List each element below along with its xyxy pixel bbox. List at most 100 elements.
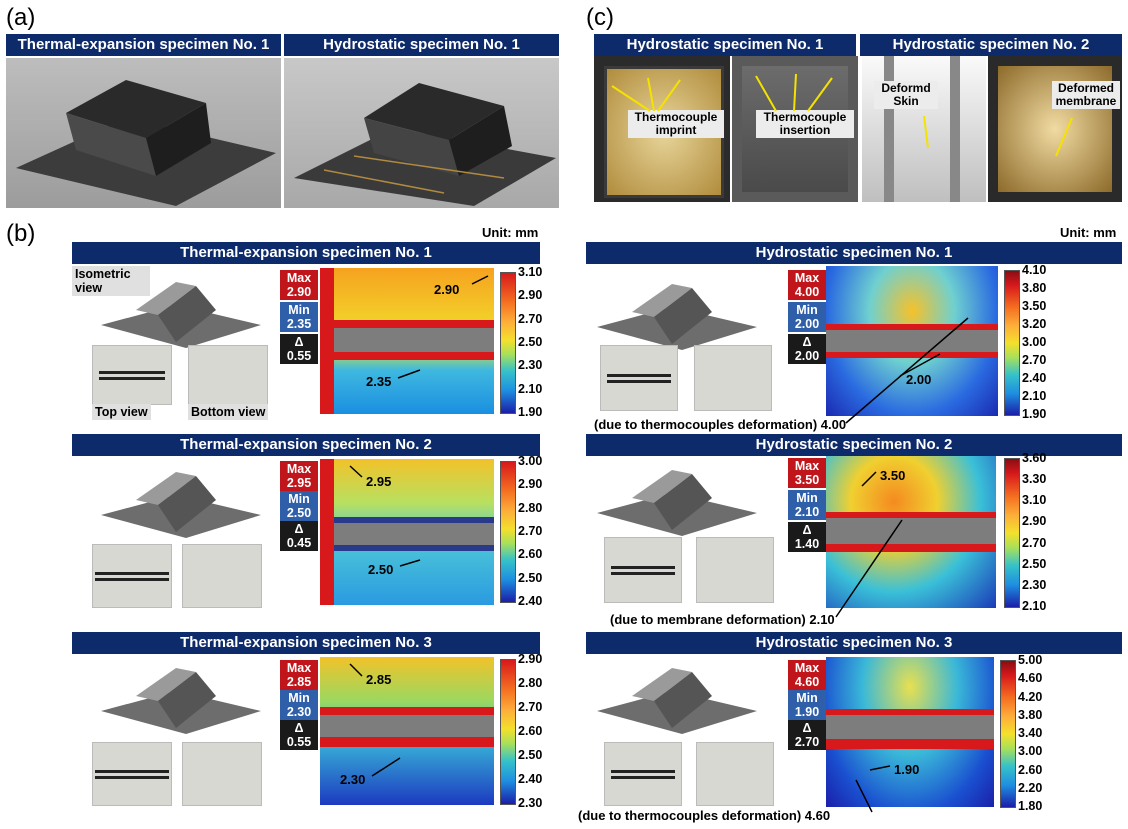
bottom-view-thermal-3: [182, 742, 262, 806]
max-label-thermal-2: 2.95: [366, 474, 392, 489]
bottom-view-thermal-2: [182, 544, 262, 608]
colorbar-tick-label: 2.90: [518, 652, 543, 666]
colorbar-tick-label: 3.00: [1018, 744, 1043, 759]
specimen-title-hydro-1: Hydrostatic specimen No. 1: [586, 242, 1122, 264]
colorbar-tick-label: 2.60: [518, 547, 543, 562]
colorbar-tick-label: 2.90: [1022, 514, 1047, 529]
callout-thermocouple-imprint: Thermocouple imprint: [628, 110, 724, 138]
note-hydro-2: (due to membrane deformation) 2.10: [610, 612, 835, 627]
heatmap-thermal-1: [320, 268, 494, 414]
colorbar-tick-label: 2.50: [518, 748, 543, 762]
min-label-hydro-1: 2.00: [906, 372, 932, 387]
specimen-title-hydro-3: Hydrostatic specimen No. 3: [586, 632, 1122, 654]
max-label-thermal-1: 2.90: [434, 282, 460, 297]
colorbar-tick-label: 2.70: [518, 700, 543, 714]
min-label-thermal-2: 2.50: [368, 562, 394, 577]
top-view-hydro-2: [604, 537, 682, 603]
note-hydro-1: (due to thermocouples deformation) 4.00: [594, 417, 847, 432]
hydrostatic-specimen-photo: [284, 58, 559, 208]
colorbar-tick-label: 2.20: [1018, 780, 1043, 795]
panel-c-right-title: Hydrostatic specimen No. 2: [860, 34, 1122, 56]
colorbar-tick-label: 2.60: [1018, 762, 1043, 777]
colorbar-tick-label: 2.10: [1022, 389, 1047, 403]
top-view-thermal-3: [92, 742, 172, 806]
iso-model-hydro-3: [597, 668, 757, 734]
callout-thermocouple-insertion: Thermocouple insertion: [756, 110, 854, 138]
colorbar-tick-label: 5.00: [1018, 653, 1043, 667]
panel-a-right-title: Hydrostatic specimen No. 1: [284, 34, 559, 56]
callout-deformed-membrane: Deformed membrane: [1052, 81, 1120, 109]
top-view-hydro-1: [600, 345, 678, 411]
panel-label-b: (b): [6, 220, 36, 247]
colorbar-tick-label: 2.30: [1022, 577, 1047, 592]
unit-label-right: Unit: mm: [1060, 225, 1117, 240]
bottom-view-label: Bottom view: [188, 404, 269, 420]
colorbar-tick-label: 3.00: [518, 454, 543, 468]
colorbar-tick-label: 2.80: [518, 500, 543, 515]
iso-model-thermal-1: [101, 282, 261, 348]
panel-a-left-title: Thermal-expansion specimen No. 1: [6, 34, 281, 56]
colorbar-tick-label: 2.70: [1022, 535, 1047, 550]
colorbar-tick-label: 3.60: [1022, 451, 1047, 465]
colorbar-tick-label: 2.40: [518, 594, 543, 608]
specimen-title-thermal-2: Thermal-expansion specimen No. 2: [72, 434, 540, 456]
bottom-view-hydro-3: [696, 742, 774, 806]
panel-c-arrows: [611, 73, 1073, 157]
colorbar-tick-label: 2.90: [518, 288, 543, 303]
colorbar-tick-label: 2.70: [1022, 353, 1047, 367]
colorbar-tick-label: 2.30: [518, 796, 543, 810]
colorbar-tick-label: 2.50: [518, 570, 543, 585]
max-label-hydro-2: 3.50: [880, 468, 906, 483]
colorbar-tick-label: 4.20: [1018, 689, 1043, 704]
colorbar-tick-label: 1.90: [1022, 407, 1047, 421]
colorbar-thermal-3: [500, 659, 516, 805]
heatmap-hydro-2: [826, 456, 996, 608]
bottom-view-hydro-2: [696, 537, 774, 603]
colorbar-tick-label: 4.60: [1018, 671, 1043, 686]
thermal-specimen-shape: [16, 80, 276, 206]
isometric-view-label: Isometric view: [72, 266, 150, 296]
panel-label-c: (c): [586, 4, 614, 31]
max-label-thermal-3: 2.85: [366, 672, 392, 687]
colorbar-tick-label: 1.90: [518, 405, 543, 419]
iso-model-hydro-1: [597, 284, 757, 350]
colorbar-tick-label: 3.10: [1022, 493, 1047, 508]
unit-label-left: Unit: mm: [482, 225, 539, 240]
bottom-view-hydro-1: [694, 345, 772, 411]
bottom-view-thermal-1: [188, 345, 268, 405]
colorbar-tick-label: 3.80: [1018, 707, 1043, 722]
hydro2-skin-photo: [862, 56, 986, 202]
colorbar-tick-label: 1.80: [1018, 799, 1043, 813]
min-label-thermal-1: 2.35: [366, 374, 392, 389]
callout-deformed-skin: Deformd Skin: [874, 81, 938, 109]
min-label-hydro-3: 1.90: [894, 762, 920, 777]
top-view-thermal-2: [92, 544, 172, 608]
iso-model-thermal-3: [101, 668, 261, 734]
specimen-title-thermal-1: Thermal-expansion specimen No. 1: [72, 242, 540, 264]
colorbar-tick-label: 2.80: [518, 676, 543, 690]
top-view-label: Top view: [92, 404, 151, 420]
colorbar-hydro-3: [1000, 660, 1016, 808]
top-view-thermal-1: [92, 345, 172, 405]
colorbar-tick-label: 2.10: [518, 381, 543, 396]
colorbar-tick-label: 4.10: [1022, 263, 1047, 277]
heatmap-hydro-1: [826, 266, 998, 416]
iso-model-hydro-2: [597, 470, 757, 536]
iso-model-thermal-2: [101, 472, 261, 538]
colorbar-tick-label: 2.50: [518, 335, 543, 349]
colorbar-tick-label: 2.50: [1022, 556, 1047, 571]
colorbar-tick-label: 2.10: [1022, 599, 1047, 613]
